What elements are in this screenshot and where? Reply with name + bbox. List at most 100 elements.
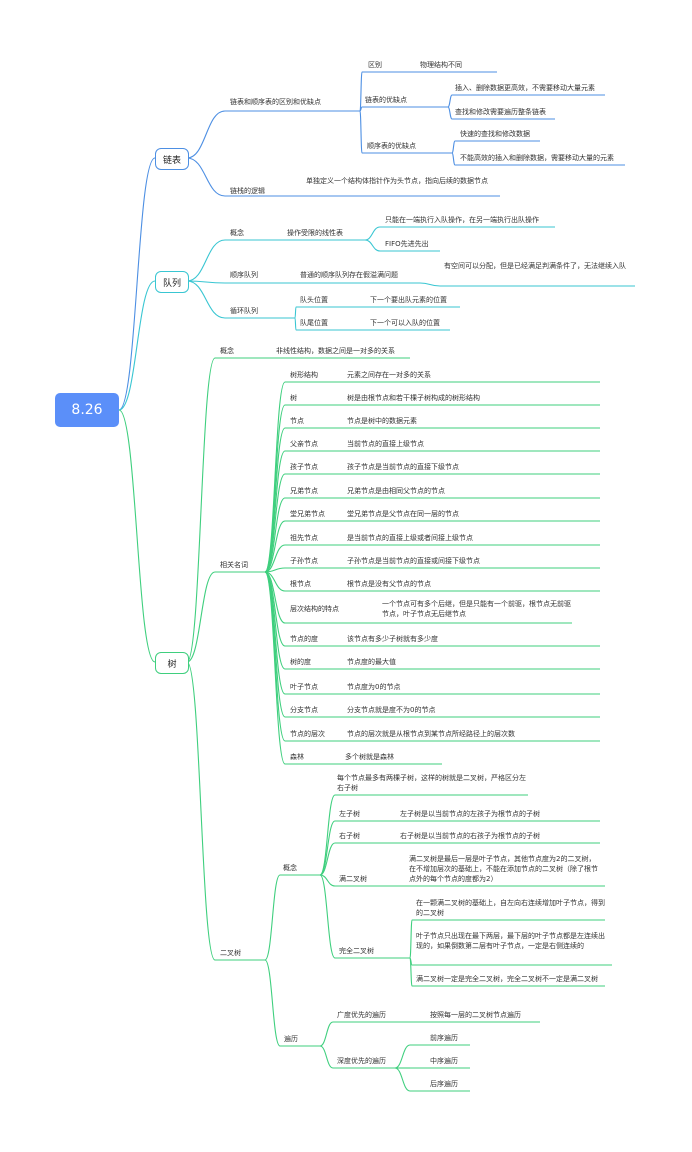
term-name: 森林 [290, 753, 304, 761]
right-subtree-value: 右子树是以当前节点的右孩子为根节点的子树 [400, 832, 540, 840]
branch-connector [364, 239, 381, 252]
branch-connector [264, 520, 286, 573]
queue-concept-value: 操作受限的线性表 [287, 229, 343, 237]
branch-connector [118, 280, 156, 411]
queue-head-label: 队头位置 [300, 296, 328, 304]
full-tree-label: 满二叉树 [339, 875, 367, 883]
dfs-label: 深度优先的遍历 [337, 1057, 386, 1065]
diff-value: 物理结构不同 [420, 61, 462, 69]
term-definition: 是当前节点的直接上级或者间接上级节点 [347, 534, 473, 542]
tree-concept-value: 非线性结构，数据之间是一对多的关系 [276, 347, 395, 355]
term-definition: 根节点是没有父节点的节点 [347, 580, 431, 588]
traverse-label: 遍历 [284, 1035, 298, 1043]
queue-tail-value: 下一个可以入队的位置 [370, 319, 440, 327]
seq-queue-label: 顺序队列 [230, 271, 258, 279]
linked-logic-value: 单独定义一个结构体指针作为头节点，指向后续的数据节点 [306, 177, 488, 185]
branch-connector [447, 106, 453, 120]
linked-adv-2: 查找和修改需要遍历整条链表 [455, 108, 546, 116]
term-definition: 一个节点可有多个后继，但是只能有一个前驱，根节点无前驱节点，叶子节点无后继节点 [382, 600, 571, 618]
branch-connector [264, 571, 286, 718]
term-definition: 分支节点就是度不为0的节点 [347, 706, 436, 714]
branch-connector [319, 794, 336, 876]
term-name: 节点的度 [290, 635, 318, 643]
term-definition: 节点度的最大值 [347, 658, 396, 666]
term-definition: 堂兄弟节点是父节点在同一层的节点 [347, 510, 459, 518]
branch-connector [359, 71, 363, 112]
branch-connector [186, 110, 226, 159]
branch-connector [319, 1021, 334, 1047]
tree-concept-label: 概念 [220, 347, 234, 355]
term-definition: 节点度为0的节点 [347, 683, 401, 691]
seq-queue-note: 有空间可以分配，但是已经满足判满条件了，无法继续入队 [444, 262, 626, 270]
branch-connector [186, 357, 216, 663]
inorder: 中序遍历 [430, 1057, 458, 1065]
branch-connector [364, 226, 381, 241]
linked-logic-label: 链栈的逻辑 [230, 187, 265, 195]
branch-connector [394, 1044, 411, 1069]
branch-connector [409, 919, 413, 959]
term-name: 树的度 [290, 658, 311, 666]
bfs-label: 广度优先的遍历 [337, 1011, 386, 1019]
term-name: 层次结构的特点 [290, 605, 339, 613]
left-subtree-label: 左子树 [339, 810, 360, 818]
root-node[interactable]: 8.26 [55, 393, 119, 427]
topic-queue[interactable]: 队列 [155, 271, 189, 293]
linked-adv-1: 插入、删除数据更高效，不需要移动大量元素 [455, 84, 595, 92]
term-definition: 子孙节点是当前节点的直接或间接下级节点 [347, 557, 480, 565]
term-name: 树 [290, 394, 297, 402]
branch-connector [294, 317, 297, 331]
branch-connector [319, 874, 336, 887]
term-name: 兄弟节点 [290, 487, 318, 495]
linked-adv-label: 链表的优缺点 [365, 96, 407, 104]
queue-concept-label: 概念 [230, 229, 244, 237]
branch-connector [409, 957, 413, 987]
term-name: 根节点 [290, 580, 311, 588]
seq-adv-label: 顺序表的优缺点 [367, 142, 416, 150]
branch-connector [359, 110, 363, 154]
preorder: 前序遍历 [430, 1034, 458, 1042]
term-name: 节点的层次 [290, 730, 325, 738]
branch-connector [186, 280, 226, 284]
tree-terms-label: 相关名词 [220, 561, 248, 569]
branch-connector [264, 571, 286, 765]
seq-queue-value: 普通的顺序队列存在假溢满问题 [300, 271, 398, 279]
left-subtree-value: 左子树是以当前节点的左孩子为根节点的子树 [400, 810, 540, 818]
complete-tree-1: 在一颗满二叉树的基础上，自左向右连续增加叶子节点，得到的二叉树 [416, 899, 605, 917]
queue-head-value: 下一个要出队元素的位置 [370, 296, 447, 304]
topic-linked-list[interactable]: 链表 [155, 148, 189, 170]
branch-connector [319, 874, 336, 959]
branch-connector [186, 661, 216, 961]
binary-concept-label: 概念 [283, 864, 297, 872]
binary-intro: 每个节点最多有两棵子树，这样的树就是二叉树，严格区分左右子树 [337, 774, 526, 792]
term-name: 子孙节点 [290, 557, 318, 565]
complete-tree-2: 叶子节点只出现在最下两层，最下层的叶子节点都是左连续出现的，如果倒数第二层有叶子… [416, 932, 605, 950]
branch-connector [451, 152, 456, 166]
branch-connector [186, 157, 226, 197]
queue-concept-1: 只能在一端执行入队操作，在另一端执行出队操作 [385, 216, 539, 224]
diff-label: 区别 [368, 61, 382, 69]
term-definition: 节点的层次就是从根节点到某节点所经路径上的层次数 [347, 730, 515, 738]
branch-connector [319, 820, 336, 876]
seq-adv-1: 快速的查找和修改数据 [460, 130, 530, 138]
branch-connector [394, 1067, 411, 1092]
circ-queue-label: 循环队列 [230, 307, 258, 315]
topic-tree[interactable]: 树 [155, 652, 189, 674]
bfs-value: 按照每一层的二叉树节点遍历 [430, 1011, 521, 1019]
full-tree-value: 满二叉树是最后一层是叶子节点，其他节点度为2的二叉树，在不增加层次的基础上，不能… [409, 855, 598, 883]
term-definition: 多个树就是森林 [345, 753, 394, 761]
branch-connector [264, 874, 281, 961]
branch-connector [186, 239, 226, 282]
branch-connector [264, 959, 281, 1047]
linked-diff-label: 链表和顺序表的区别和优缺点 [230, 98, 321, 106]
term-name: 节点 [290, 417, 304, 425]
branch-connector [319, 1045, 334, 1069]
binary-tree-label: 二叉树 [220, 949, 241, 957]
term-name: 祖先节点 [290, 534, 318, 542]
postorder: 后序遍历 [430, 1080, 458, 1088]
branch-connector [186, 571, 216, 663]
term-name: 父亲节点 [290, 440, 318, 448]
term-name: 分支节点 [290, 706, 318, 714]
branch-connector [451, 140, 456, 154]
branch-connector [319, 842, 336, 876]
